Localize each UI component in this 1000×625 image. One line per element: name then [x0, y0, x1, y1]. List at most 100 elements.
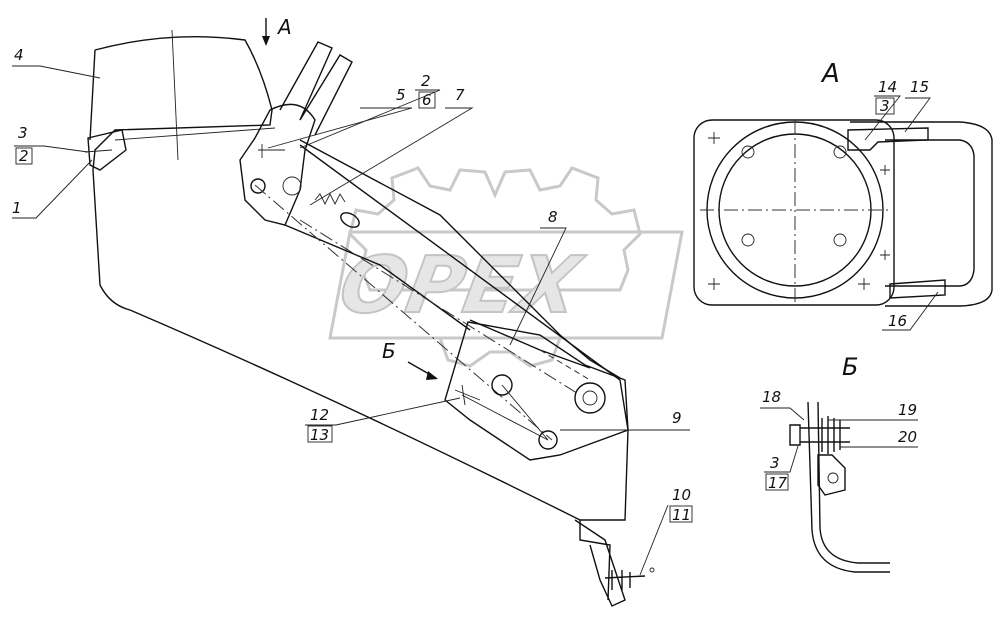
housing-top-edge — [89, 49, 96, 141]
view-a-plate — [693, 119, 895, 306]
view-b-clip — [817, 454, 846, 496]
view-a-bolt-3 — [741, 233, 755, 247]
callout-7: 7 — [455, 86, 465, 104]
leader-16 — [882, 291, 939, 331]
watermark-gear-bottom — [438, 337, 562, 368]
view-b-title: Б — [842, 353, 858, 381]
leader-2-6 — [299, 89, 441, 149]
leader-12 — [305, 397, 461, 426]
callout-17: 17 — [768, 474, 788, 492]
lower-inner-edge — [299, 144, 629, 521]
view-b-washers — [821, 416, 841, 454]
lower-plate — [444, 321, 629, 461]
callout-9: 9 — [672, 409, 682, 427]
callout-5: 5 — [396, 86, 406, 104]
callout-11: 11 — [672, 506, 691, 524]
bracket-tail — [574, 519, 626, 607]
bottom-bolt-dot — [649, 567, 655, 573]
view-a-bracket-bottom — [889, 279, 946, 299]
view-a-corner-crosses — [708, 132, 890, 290]
callout-16: 16 — [888, 312, 907, 330]
leader-15 — [904, 97, 931, 133]
leader-5 — [267, 107, 413, 149]
view-a-frame — [850, 121, 993, 307]
callout-3b: 3 — [880, 97, 890, 115]
view-b-pin — [827, 472, 839, 484]
bottom-bolt — [604, 570, 646, 590]
axis-line-2 — [299, 219, 581, 396]
watermark-gear-icon — [348, 166, 642, 292]
callouts-main: 4 3 2 1 5 2 6 7 8 9 12 13 10 11 — [12, 46, 693, 576]
view-b-bolt-body — [800, 427, 850, 443]
pivot-upper — [250, 178, 266, 194]
upper-bolt — [258, 144, 285, 158]
view-b-plate — [807, 401, 890, 573]
callout-18: 18 — [762, 388, 781, 406]
pivot-lower — [491, 374, 513, 396]
callout-6: 6 — [422, 91, 432, 109]
leader-4 — [12, 65, 101, 79]
watermark-frame — [328, 230, 684, 340]
callout-19: 19 — [898, 401, 917, 419]
callout-20: 20 — [898, 428, 917, 446]
callout-15: 15 — [910, 78, 929, 96]
view-a-arrow-label: A — [276, 15, 292, 39]
view-a-bolt-2 — [833, 145, 847, 159]
view-b: Б 18 19 20 3 17 — [760, 353, 918, 573]
view-b-arrow-label: Б — [382, 339, 396, 363]
callout-6-box — [418, 91, 436, 109]
lower-link — [461, 384, 549, 441]
callout-2-box — [15, 147, 33, 165]
leader-1 — [12, 159, 93, 219]
lever-handle-1 — [279, 41, 333, 121]
pivot-bottom — [538, 430, 558, 450]
callout-2: 2 — [19, 147, 29, 165]
clamp-bolt — [84, 149, 113, 153]
callout-3c: 3 — [770, 454, 780, 472]
leader-3 — [14, 145, 89, 153]
housing-outline — [92, 35, 611, 601]
view-a-bracket-top — [847, 127, 929, 151]
mount-hole — [574, 382, 606, 414]
callout-10: 10 — [672, 486, 691, 504]
callout-11-box — [669, 505, 693, 523]
callout-8: 8 — [548, 208, 558, 226]
callout-3b-box — [875, 97, 895, 115]
clamp-left — [87, 129, 127, 171]
tie-line — [114, 127, 276, 141]
view-b-bolt-head — [789, 424, 801, 446]
main-assembly: A Б — [84, 15, 655, 607]
callout-1: 1 — [12, 199, 22, 217]
leader-7 — [309, 107, 474, 206]
watermark-text: OPEX — [333, 240, 589, 331]
center-vertical — [171, 29, 179, 161]
view-a-title: А — [820, 59, 840, 89]
callout-2b: 2 — [421, 72, 431, 90]
spring-wave — [314, 192, 346, 206]
lever-handle-2 — [299, 54, 353, 136]
leader-18 — [760, 407, 805, 421]
view-a: А 14 3 15 16 — [693, 59, 993, 331]
lever-bracket — [239, 103, 316, 226]
callout-17-box — [765, 473, 789, 491]
leader-3c — [764, 445, 799, 473]
leader-10 — [639, 504, 669, 576]
callout-12: 12 — [310, 406, 329, 424]
mount-hole-inner — [582, 390, 598, 406]
leader-14 — [864, 95, 901, 141]
view-b-arrowhead — [426, 371, 438, 380]
lower-bolt — [454, 384, 481, 406]
spring-coil — [282, 176, 302, 196]
callout-3: 3 — [18, 124, 28, 142]
view-a-bolt-4 — [833, 233, 847, 247]
view-a-bolt-1 — [741, 145, 755, 159]
axis-line-1 — [254, 184, 553, 441]
view-a-arrowhead — [262, 36, 270, 46]
watermark: OPEX — [328, 166, 684, 368]
callout-14: 14 — [878, 78, 897, 96]
leader-8 — [509, 227, 567, 346]
callout-13: 13 — [310, 426, 329, 444]
link-eye — [340, 212, 360, 228]
callout-4: 4 — [14, 46, 24, 64]
